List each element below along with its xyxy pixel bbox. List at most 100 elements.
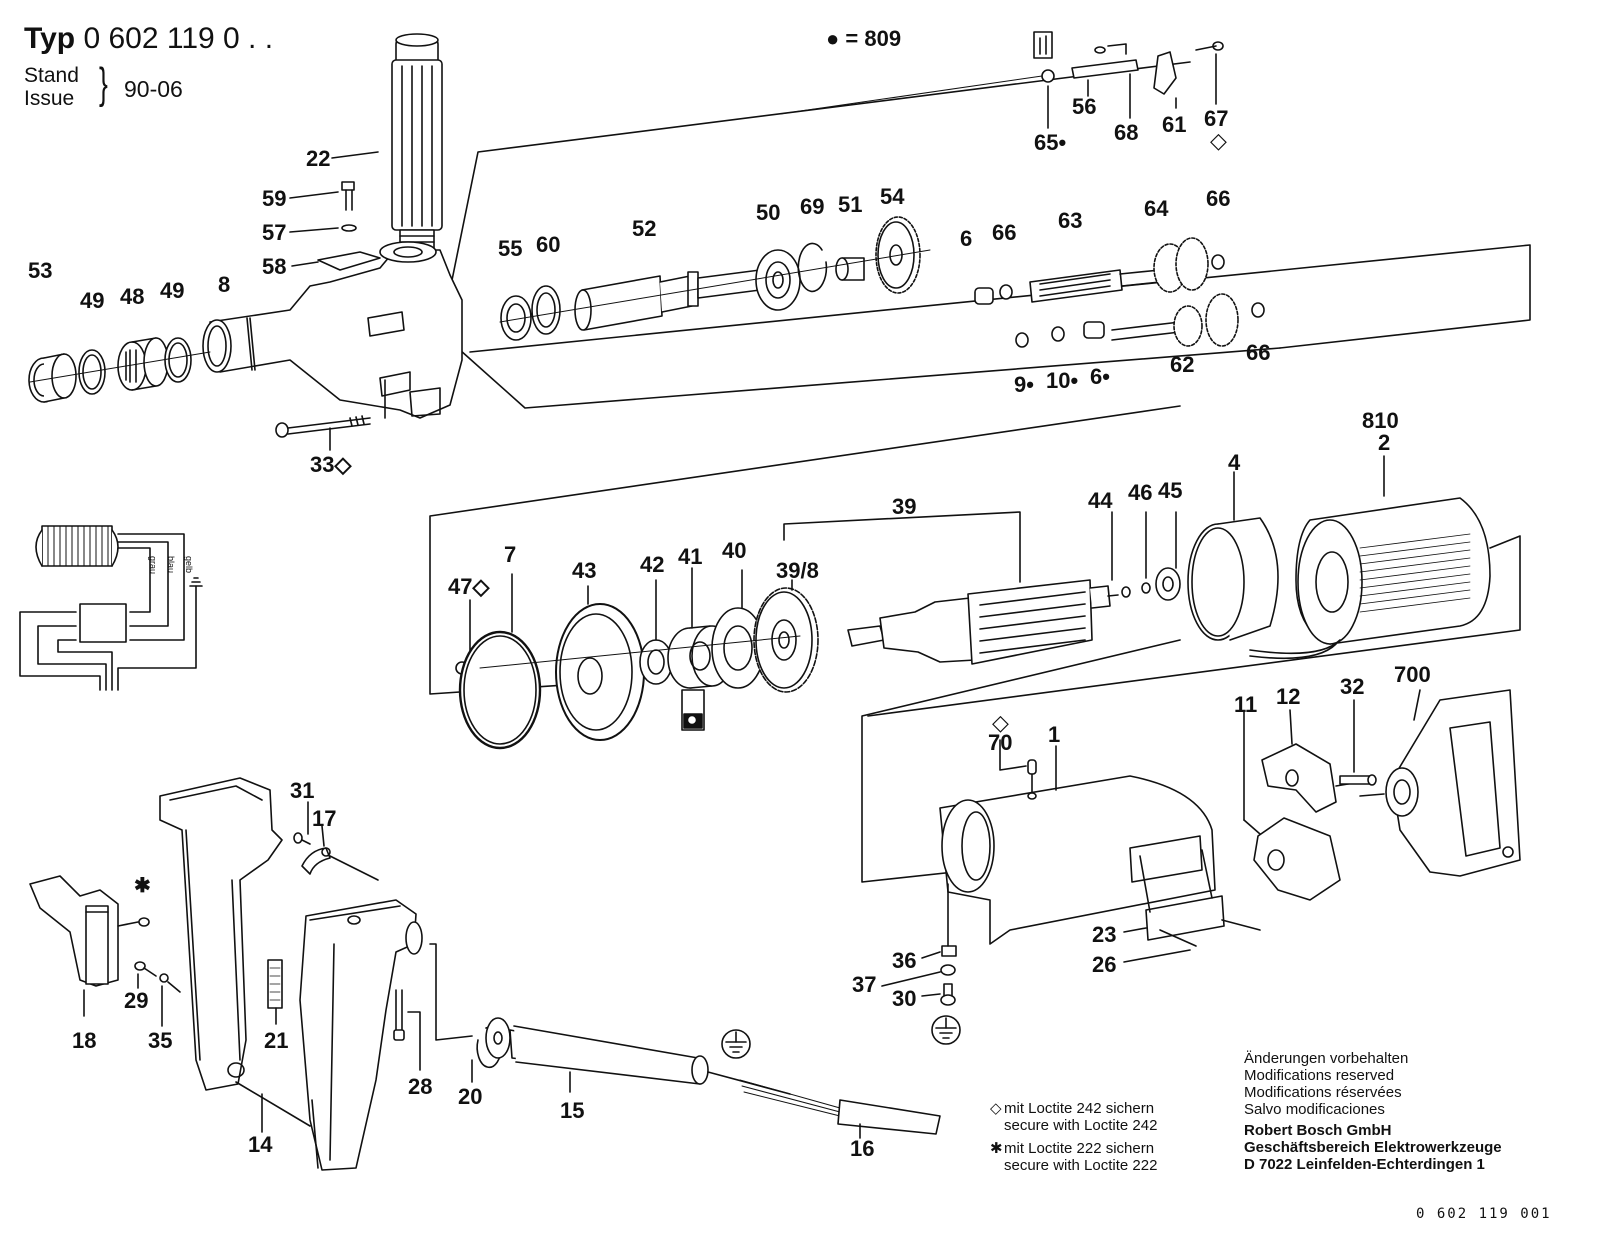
part-label: 62 — [1170, 352, 1195, 377]
part-label: 48 — [120, 284, 145, 309]
part-label: 810 — [1362, 408, 1399, 433]
part-label: 45 — [1158, 478, 1183, 503]
part-label: 64 — [1144, 196, 1169, 221]
issue-label: Issue — [24, 87, 75, 110]
end-cover-700 — [1360, 690, 1520, 876]
part-label: 51 — [838, 192, 863, 217]
part-label: 52 — [632, 216, 657, 241]
loctite-242-en: secure with Loctite 242 — [1004, 1117, 1158, 1134]
part-label: 42 — [640, 552, 665, 577]
footer-line-de: Änderungen vorbehalten — [1244, 1050, 1409, 1067]
part-label: 69 — [800, 194, 825, 219]
part-label: 40 — [722, 538, 747, 563]
loctite-222-de: mit Loctite 222 sichern — [1004, 1140, 1155, 1157]
footer-line-es: Salvo modificaciones — [1244, 1101, 1385, 1118]
part-label: 9• — [1014, 372, 1034, 397]
issue-value: 90-06 — [124, 76, 183, 102]
part-label: 57 — [262, 220, 287, 245]
handle-half-right-14 — [262, 900, 422, 1170]
part-label: 49 — [80, 288, 105, 313]
loctite-242-note: ◇mit Loctite 242 sichern secure with Loc… — [990, 1100, 1157, 1134]
typ-label: Typ — [24, 22, 76, 55]
part-label: 44 — [1088, 488, 1113, 513]
bearing-rings-left — [29, 338, 210, 402]
loctite-242-de: mit Loctite 242 sichern — [1004, 1100, 1155, 1117]
motor-housing-1 — [862, 640, 1260, 1044]
brush-21 — [268, 960, 282, 1024]
spindle-tube-22 — [332, 34, 442, 248]
part-label: 11 — [1234, 692, 1258, 717]
loctite-222-en: secure with Loctite 222 — [1004, 1157, 1158, 1174]
part-label: 700 — [1394, 662, 1431, 687]
part-label: 31 — [290, 778, 315, 803]
loctite-diamond-70: ◇ — [992, 710, 1009, 735]
part-label: 4 — [1228, 450, 1241, 475]
cable-guard-15-and-cable-16 — [472, 1018, 940, 1138]
part-label: 70 — [988, 730, 1013, 755]
part-label: 46 — [1128, 480, 1153, 505]
part-label: 37 — [852, 972, 877, 997]
motor-end-shield-parts — [456, 568, 818, 748]
part-label: 56 — [1072, 94, 1097, 119]
division-name: Geschäftsbereich Elektrowerkzeuge — [1244, 1139, 1502, 1156]
part-label: 6• — [1090, 364, 1110, 389]
fan-baffle-4 — [1188, 472, 1278, 640]
part-label: 66 — [1246, 340, 1271, 365]
part-label: 6 — [960, 226, 973, 251]
brush-holders — [1244, 700, 1376, 900]
part-label: 22 — [306, 146, 331, 171]
part-label: 67 — [1204, 106, 1229, 131]
part-label: 39 — [892, 494, 917, 519]
part-label: 54 — [880, 184, 905, 209]
part-label: 23 — [1092, 922, 1117, 947]
stand-issue-labels: Stand Issue — [24, 64, 79, 110]
company-address: D 7022 Leinfelden-Echterdingen 1 — [1244, 1156, 1485, 1173]
part-label: 18 — [72, 1028, 97, 1053]
typ-number-a: 0 602 119 — [83, 22, 215, 55]
loctite-diamond-67: ◇ — [1210, 128, 1227, 153]
brace-symbol: } — [98, 59, 108, 108]
intermediate-gears — [975, 238, 1264, 347]
part-label: 14 — [248, 1132, 273, 1157]
part-label: 47◇ — [448, 574, 490, 599]
footer-line-en: Modifications reserved — [1244, 1067, 1395, 1084]
part-label: 15 — [560, 1098, 585, 1123]
part-label: 60 — [536, 232, 561, 257]
part-label: 32 — [1340, 674, 1365, 699]
part-label: 12 — [1276, 684, 1301, 709]
part-label: 33◇ — [310, 452, 352, 477]
company-name: Robert Bosch GmbH — [1244, 1122, 1392, 1139]
part-label: 1 — [1048, 722, 1061, 747]
part-label: 29 — [124, 988, 149, 1013]
wire-label-3: gelb — [184, 556, 194, 573]
armature-39 — [848, 512, 1180, 664]
part-label: 8 — [218, 272, 231, 297]
wire-label-1: grau — [148, 556, 158, 574]
wiring-schematic — [20, 526, 202, 690]
screw-28 — [394, 944, 472, 1070]
part-label: 58 — [262, 254, 287, 279]
star-icon: ✱ — [990, 1140, 1003, 1157]
part-label: 30 — [892, 986, 917, 1011]
part-label: 20 — [458, 1084, 483, 1109]
footer-block: Änderungen vorbehalten Modifications res… — [1244, 1050, 1502, 1173]
screw-washer-plate-59-57-58 — [290, 182, 380, 270]
part-label: 2 — [1378, 430, 1391, 455]
part-label: 66 — [992, 220, 1017, 245]
lock-pin-assembly — [780, 32, 1223, 128]
part-label: 10• — [1046, 368, 1079, 393]
stand-label: Stand — [24, 64, 79, 87]
part-label: 16 — [850, 1136, 875, 1161]
part-label: 65• — [1034, 130, 1067, 155]
part-label: 7 — [504, 542, 517, 567]
document-number: 0 602 119 001 — [1416, 1206, 1552, 1222]
part-label: 53 — [28, 258, 53, 283]
screw-33 — [276, 380, 385, 450]
part-label: 59 — [262, 186, 287, 211]
part-label: 35 — [148, 1028, 173, 1053]
part-label: 61 — [1162, 112, 1187, 137]
part-label: 50 — [756, 200, 781, 225]
field-winding-2 — [1250, 456, 1490, 658]
part-label: 63 — [1058, 208, 1083, 233]
